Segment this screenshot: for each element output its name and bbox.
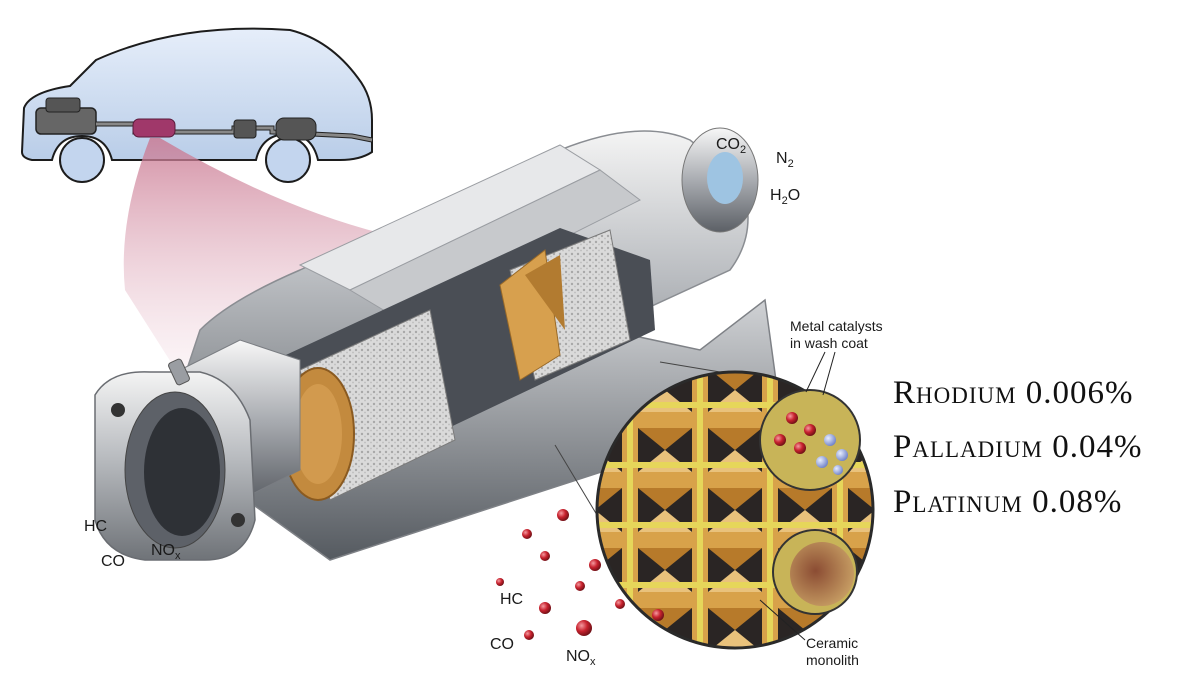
metal-palladium: Palladium 0.04%: [893, 429, 1143, 465]
callout-ceramic-line2: monolith: [806, 652, 859, 668]
callout-ceramic-line1: Ceramic: [806, 635, 859, 651]
label-nox-detail: NOx: [566, 648, 596, 668]
metal-rhodium: Rhodium 0.006%: [893, 375, 1134, 411]
callout-ceramic-monolith: Ceramic monolith: [806, 635, 859, 669]
label-nox-left: NOx: [151, 542, 181, 562]
zoom-beam: [123, 138, 410, 400]
label-h2o: H2O: [770, 187, 801, 207]
callout-metal-catalysts: Metal catalysts in wash coat: [790, 318, 883, 352]
substrate-rear: [499, 229, 631, 381]
label-co-left: CO: [101, 553, 125, 570]
callout-metal-catalysts-line1: Metal catalysts: [790, 318, 883, 334]
label-hc-detail: HC: [500, 591, 524, 608]
label-hc-left: HC: [84, 518, 108, 535]
wash-coat-magnified: [759, 389, 861, 491]
monolith-detail-zoom: [554, 351, 875, 650]
car-silhouette: [20, 27, 373, 183]
label-n2: N2: [776, 150, 794, 170]
label-co-detail: CO: [490, 636, 514, 653]
label-co2: CO2: [716, 136, 747, 156]
gas-particles: [496, 509, 664, 640]
catalytic-converter-marker: [132, 118, 176, 138]
catalytic-converter-body: [94, 127, 781, 561]
ceramic-magnified: [772, 529, 858, 615]
callout-metal-catalysts-line2: in wash coat: [790, 335, 868, 351]
metal-platinum: Platinum 0.08%: [893, 484, 1123, 520]
